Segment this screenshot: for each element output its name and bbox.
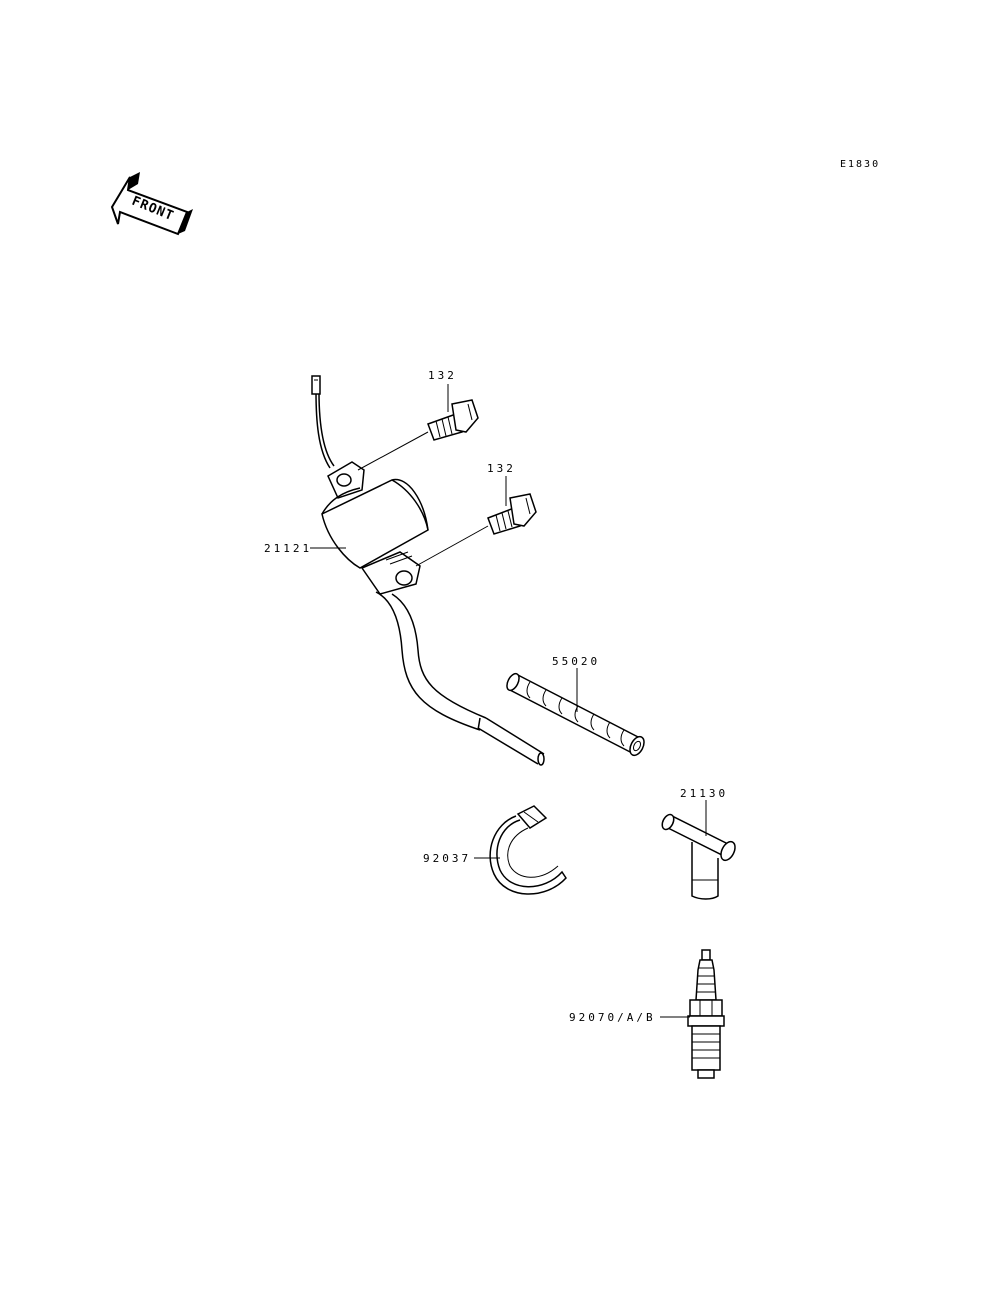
part-label-21121: 21121 [264, 542, 312, 555]
bolt-lower-illustration [487, 493, 537, 535]
bolt-upper-axis [357, 431, 429, 471]
part-label-132-lower: 132 [487, 462, 516, 475]
diagram-code: E1830 [840, 159, 880, 170]
plug-cap-illustration [661, 813, 736, 900]
bolt-upper-illustration [427, 399, 479, 441]
part-label-21130: 21130 [680, 787, 728, 800]
protector-tube-illustration [506, 672, 645, 757]
spark-plug-illustration [687, 949, 725, 1079]
bolt-lower-axis [415, 525, 489, 567]
part-label-55020: 55020 [552, 655, 600, 668]
ignition-coil-illustration [311, 375, 545, 766]
front-arrow-icon: FRONT [110, 172, 193, 236]
part-label-132-upper: 132 [428, 369, 457, 382]
band-illustration [489, 805, 567, 895]
part-label-92070: 92070/A/B [569, 1011, 656, 1024]
part-label-92037: 92037 [423, 852, 471, 865]
